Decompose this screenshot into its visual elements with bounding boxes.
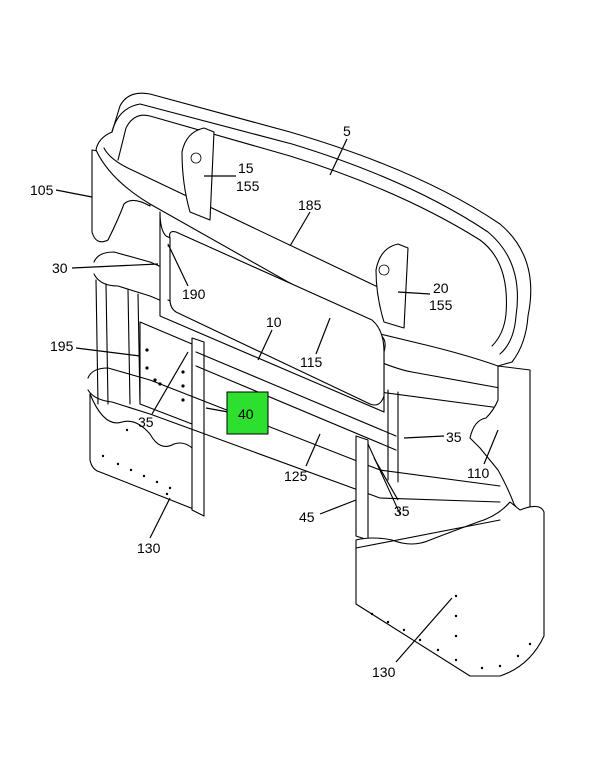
callout-20[interactable]: 20 [433, 280, 449, 296]
pocket-rivets-right [370, 594, 532, 670]
top-bar-assembly [95, 92, 532, 367]
callout-130-right[interactable]: 130 [372, 664, 396, 680]
callout-105[interactable]: 105 [30, 182, 54, 198]
right-side-assembly [355, 365, 545, 677]
callout-35-right[interactable]: 35 [446, 429, 462, 445]
callout-195[interactable]: 195 [50, 338, 74, 354]
highlight-box-40 [226, 391, 269, 435]
callout-115[interactable]: 115 [300, 354, 323, 370]
leader-lines [55, 138, 499, 663]
callout-5[interactable]: 5 [343, 123, 351, 139]
pocket-rivets-left [101, 428, 172, 496]
mounting-holes-left [145, 348, 185, 402]
callout-190[interactable]: 190 [182, 286, 206, 302]
callout-155-upper[interactable]: 155 [236, 178, 260, 194]
callout-110[interactable]: 110 [467, 465, 490, 481]
callout-45[interactable]: 45 [299, 509, 315, 525]
mid-panel-assembly [87, 211, 501, 503]
callout-10[interactable]: 10 [266, 314, 282, 330]
callout-labels: 5 15 155 105 185 30 190 20 155 10 195 11… [30, 123, 490, 680]
callout-35-left[interactable]: 35 [138, 414, 154, 430]
callout-155-lower[interactable]: 155 [429, 297, 453, 313]
callout-125[interactable]: 125 [284, 468, 308, 484]
callout-185[interactable]: 185 [298, 197, 322, 213]
callout-15[interactable]: 15 [238, 160, 254, 176]
callout-30[interactable]: 30 [52, 260, 68, 276]
callout-40[interactable]: 40 [238, 406, 254, 422]
callout-130-left[interactable]: 130 [137, 540, 161, 556]
callout-35-lower[interactable]: 35 [394, 503, 410, 519]
